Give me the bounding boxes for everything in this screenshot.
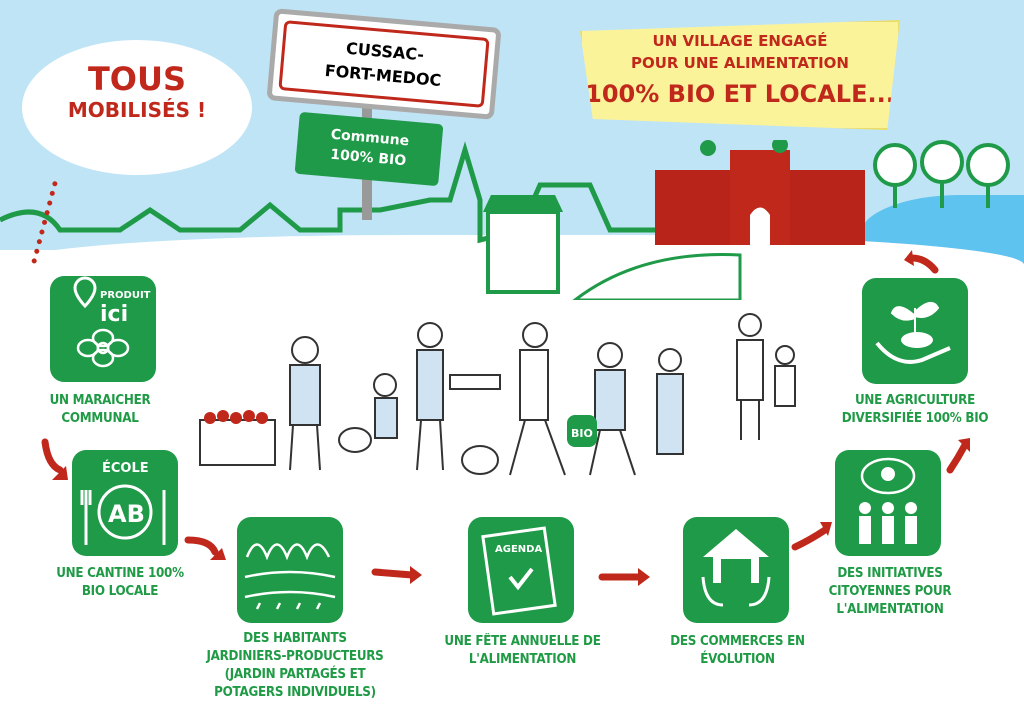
svg-text:PRODUIT: PRODUIT	[100, 290, 151, 301]
ecole-ab-icon: ÉCOLE AB	[72, 450, 178, 556]
step-label-fete: Une fête annuelle de l'alimentation	[444, 634, 601, 667]
produit-ici-icon: PRODUIT ici	[50, 276, 156, 382]
bubble-title: TOUS	[87, 60, 187, 98]
banner-line2: POUR UNE ALIMENTATION	[630, 54, 849, 72]
arrow-1-2	[41, 438, 64, 474]
svg-text:AB: AB	[108, 500, 145, 528]
arrow-6-7	[946, 441, 969, 474]
agenda-icon: AGENDA	[468, 517, 574, 623]
step-label-cantine: Une cantine 100% bio locale	[56, 566, 184, 599]
banner: UN VILLAGE ENGAGÉ POUR UNE ALIMENTATION …	[580, 20, 900, 130]
speech-bubble: TOUS MOBILISÉS !	[22, 40, 252, 175]
bio-bag-text: BIO	[571, 427, 593, 440]
step-label-habitants: Des habitants jardiniers-producteurs (ja…	[206, 631, 384, 700]
hand-plant-icon	[862, 278, 968, 384]
arrow-7-castle	[908, 254, 939, 274]
shop-cycle-icon	[683, 517, 789, 623]
villagers-illustration: BIO	[199, 313, 796, 476]
step-label-maraicher: Un maraicher communal	[49, 393, 151, 426]
banner-line1: UN VILLAGE ENGAGÉ	[652, 32, 828, 50]
bubble-subtitle: MOBILISÉS !	[67, 98, 207, 122]
arrow-2-3	[184, 536, 219, 556]
castle-illustration	[655, 140, 865, 245]
svg-text:ici: ici	[100, 302, 128, 327]
people-idea-icon	[835, 450, 941, 556]
svg-text:AGENDA: AGENDA	[495, 544, 542, 555]
trees-illustration	[873, 140, 1010, 208]
svg-text:ÉCOLE: ÉCOLE	[102, 460, 149, 476]
garden-icon	[237, 517, 343, 623]
banner-line3: 100% BIO ET LOCALE...	[585, 80, 895, 108]
step-label-initiatives: Des initiatives citoyennes pour l'alimen…	[828, 566, 952, 617]
arrow-5-6	[791, 526, 829, 551]
arrow-3-4	[371, 568, 416, 579]
step-label-agriculture: Une agriculture diversifiée 100% bio	[841, 393, 989, 426]
village-skyline	[0, 141, 742, 300]
step-label-commerces: Des commerces en évolution	[670, 634, 805, 667]
